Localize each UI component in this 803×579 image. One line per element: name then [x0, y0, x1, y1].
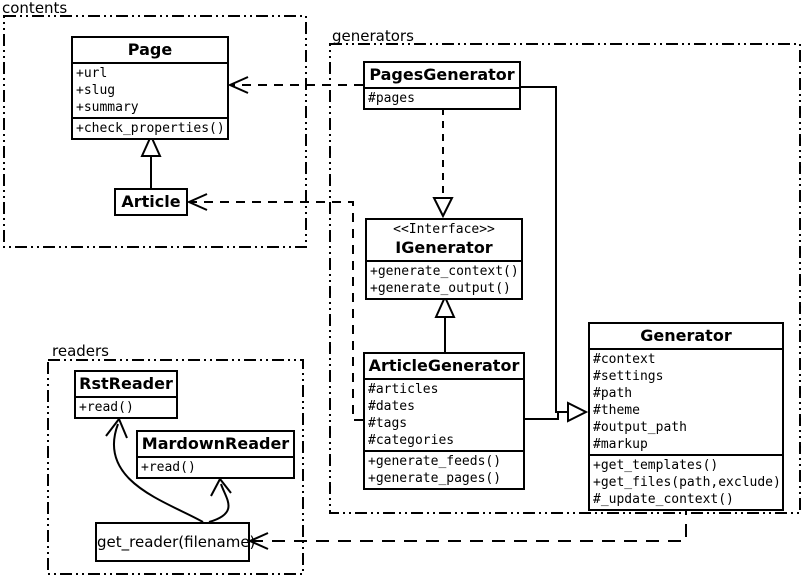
- class-title-page: Page: [127, 40, 173, 59]
- inheritance-arrow-generators-to-generator: [521, 86, 589, 423]
- attributes-compartment: +url +slug +summary: [73, 62, 227, 117]
- methods-compartment: +generate_feeds() +generate_pages(): [365, 450, 523, 488]
- attribute: #dates: [368, 399, 415, 414]
- method: +generate_pages(): [368, 471, 502, 486]
- method: +generate_feeds(): [368, 454, 502, 469]
- attribute: #path: [593, 386, 633, 401]
- stereotype-label: <<Interface>>: [393, 222, 495, 237]
- curved-arrow-getreader-to-mardownreader: [208, 477, 232, 523]
- curved-arrow-getreader-to-rstreader: [105, 417, 204, 523]
- package-label-readers: readers: [52, 342, 109, 360]
- attribute: #markup: [593, 437, 648, 452]
- methods-compartment: +generate_context() +generate_output(): [367, 260, 521, 298]
- package-border-generators: [329, 43, 801, 514]
- attribute: #categories: [368, 433, 455, 448]
- package-border-contents: [3, 15, 307, 248]
- attributes-compartment: #pages: [365, 87, 519, 108]
- inheritance-arrow-article-to-page: [140, 133, 162, 188]
- attributes-compartment: #articles #dates #tags #categories: [365, 378, 523, 450]
- dependency-arrow-generator-to-getreader: [247, 502, 687, 550]
- class-title-generator: Generator: [640, 326, 732, 345]
- class-box-rstreader[interactable]: RstReader +read(): [74, 370, 178, 419]
- attribute: +slug: [76, 83, 116, 98]
- class-title-igenerator: IGenerator: [395, 238, 493, 257]
- methods-compartment: +get_templates() +get_files(path,exclude…: [590, 454, 782, 509]
- method: +get_templates(): [593, 458, 719, 473]
- class-box-igenerator[interactable]: <<Interface>> IGenerator +generate_conte…: [365, 218, 523, 300]
- method: +generate_output(): [370, 281, 511, 296]
- method: +read(): [79, 400, 134, 415]
- method: +read(): [141, 460, 196, 475]
- realization-arrow-pagesgenerator-to-igenerator: [432, 108, 454, 219]
- class-title-rstreader: RstReader: [79, 374, 173, 393]
- methods-compartment: +check_properties(): [73, 117, 227, 138]
- attribute: #articles: [368, 382, 439, 397]
- attribute: #theme: [593, 403, 640, 418]
- dependency-arrow-articlegenerator-to-article: [186, 193, 363, 421]
- class-title-articlegenerator: ArticleGenerator: [368, 356, 520, 375]
- class-box-article[interactable]: Article: [114, 188, 188, 216]
- class-title-mardownreader: MardownReader: [141, 434, 290, 453]
- methods-compartment: +read(): [76, 396, 176, 417]
- class-box-articlegenerator[interactable]: ArticleGenerator #articles #dates #tags …: [363, 352, 525, 490]
- method: +get_files(path,exclude): [593, 475, 781, 490]
- attribute: #settings: [593, 369, 664, 384]
- attribute: +summary: [76, 100, 139, 115]
- attribute: #context: [593, 352, 656, 367]
- class-box-page[interactable]: Page +url +slug +summary +check_properti…: [71, 36, 229, 140]
- method: +check_properties(): [76, 121, 225, 136]
- method: #_update_context(): [593, 492, 734, 507]
- methods-compartment: +read(): [138, 456, 293, 477]
- class-box-mardownreader[interactable]: MardownReader +read(): [136, 430, 295, 479]
- inheritance-arrow-articlegenerator-to-igenerator: [434, 294, 456, 352]
- function-box-getreader[interactable]: get_reader(filename): [95, 522, 255, 562]
- dependency-arrow-pagesgenerator-to-page: [227, 76, 363, 94]
- attribute: #pages: [368, 91, 415, 106]
- package-label-generators: generators: [332, 27, 414, 45]
- attribute: #output_path: [593, 420, 687, 435]
- class-box-generator[interactable]: Generator #context #settings #path #them…: [588, 322, 784, 511]
- package-label-contents: contents: [2, 0, 68, 17]
- attribute: #tags: [368, 416, 408, 431]
- attributes-compartment: #context #settings #path #theme #output_…: [590, 348, 782, 454]
- class-box-pagesgenerator[interactable]: PagesGenerator #pages: [363, 61, 521, 110]
- method: +generate_context(): [370, 264, 519, 279]
- class-title-pagesgenerator: PagesGenerator: [369, 65, 515, 84]
- package-border-readers: [47, 359, 304, 575]
- attribute: +url: [76, 66, 108, 81]
- class-title-article: Article: [121, 192, 181, 211]
